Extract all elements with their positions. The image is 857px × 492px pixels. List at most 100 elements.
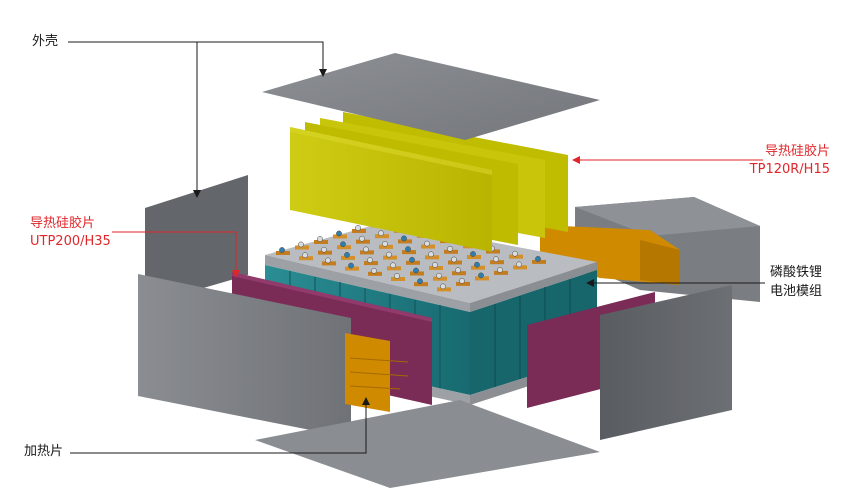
- busbar: [341, 255, 355, 260]
- busbar: [406, 260, 420, 265]
- cell-terminal: [340, 241, 346, 248]
- label-shell: 外壳: [32, 34, 59, 49]
- busbar: [471, 265, 485, 270]
- cell-terminal: [386, 251, 392, 258]
- cell-terminal: [493, 256, 499, 263]
- thermal-pad-yellow-stack: [290, 112, 568, 252]
- label-module-line2: 电池模组: [770, 284, 823, 299]
- busbar: [322, 261, 336, 266]
- heater-front-left: [345, 333, 409, 412]
- cell-terminal: [497, 267, 503, 273]
- cell-terminal: [359, 235, 365, 242]
- cell-terminal: [279, 247, 285, 253]
- cell-terminal: [378, 230, 384, 237]
- cell-terminal: [470, 251, 476, 257]
- busbar: [398, 239, 412, 244]
- cell-terminal: [451, 256, 457, 263]
- cell-terminal: [325, 257, 331, 264]
- leader-line-heater: [70, 397, 370, 454]
- label-module-line1: 磷酸铁锂: [770, 265, 823, 280]
- busbar: [421, 244, 435, 249]
- busbar: [391, 277, 405, 281]
- cell-terminal: [390, 262, 396, 269]
- busbar: [387, 266, 401, 271]
- busbar: [429, 266, 443, 270]
- cell-terminal: [516, 261, 522, 268]
- busbar: [509, 254, 523, 259]
- cell-terminal: [382, 241, 388, 247]
- busbar: [402, 250, 416, 255]
- cell-terminal: [371, 267, 377, 274]
- cell-terminal: [409, 256, 415, 263]
- cell-terminal: [424, 240, 430, 247]
- cell-terminal: [336, 230, 342, 237]
- busbar: [356, 239, 370, 244]
- busbar: [475, 276, 489, 281]
- busbar: [314, 240, 328, 244]
- cell-terminal: [436, 272, 442, 279]
- cell-terminal: [367, 257, 373, 263]
- busbar: [490, 260, 504, 265]
- cell-terminal: [512, 250, 518, 257]
- cell-terminal: [317, 236, 323, 242]
- busbar: [368, 271, 382, 276]
- cell-terminal: [401, 235, 407, 242]
- busbar: [379, 244, 393, 249]
- cell-terminal: [535, 256, 541, 262]
- leader-line-shell: [68, 41, 327, 198]
- cell-terminal: [440, 283, 446, 290]
- busbar: [345, 266, 359, 271]
- label-thermal-pad-top-line1: 导热硅胶片: [764, 144, 830, 159]
- cell-terminal: [474, 261, 480, 268]
- busbar: [337, 245, 351, 250]
- cell-terminal: [413, 267, 419, 274]
- busbar: [333, 234, 347, 239]
- cell-terminal: [348, 262, 354, 269]
- label-heater: 加热片: [24, 444, 64, 459]
- busbar: [425, 255, 439, 260]
- busbar: [494, 270, 508, 275]
- cell-terminal: [344, 252, 350, 258]
- leader-line-pad-left: [112, 231, 240, 278]
- label-thermal-pad-left-line1: 导热硅胶片: [30, 216, 96, 231]
- busbar: [433, 276, 447, 281]
- cell-terminal: [363, 246, 369, 253]
- cell-terminal: [432, 262, 438, 268]
- busbar: [437, 287, 451, 292]
- cell-terminal: [455, 267, 461, 274]
- cell-terminal: [355, 225, 361, 231]
- busbar: [410, 271, 424, 276]
- busbar: [456, 281, 470, 286]
- shell-back-left-panel: [145, 175, 248, 305]
- busbar: [486, 249, 500, 254]
- busbar: [532, 259, 546, 264]
- busbar: [467, 255, 481, 259]
- cell-terminal: [405, 246, 411, 252]
- label-thermal-pad-left-line2: UTP200/H35: [30, 234, 111, 249]
- busbar: [318, 250, 332, 255]
- shell-top-panel: [262, 53, 600, 140]
- busbar: [414, 282, 428, 287]
- busbar: [352, 229, 366, 233]
- busbar: [299, 256, 313, 261]
- cell-terminal: [478, 272, 484, 279]
- busbar: [383, 255, 397, 260]
- cell-terminal: [298, 241, 304, 248]
- busbar: [448, 260, 462, 265]
- busbar: [375, 234, 389, 239]
- busbar: [295, 245, 309, 250]
- cell-terminal: [302, 252, 308, 259]
- cell-terminal: [447, 245, 453, 252]
- busbar: [444, 249, 458, 254]
- cell-terminal: [459, 278, 465, 284]
- busbar: [452, 271, 466, 276]
- cell-terminal: [321, 246, 327, 253]
- cell-terminal: [428, 251, 434, 258]
- busbar: [364, 261, 378, 266]
- busbar: [513, 265, 527, 270]
- label-thermal-pad-top-line2: TP120R/H15: [749, 162, 830, 177]
- shell-front-right-panel: [600, 285, 732, 440]
- shell-bottom-panel: [255, 400, 600, 488]
